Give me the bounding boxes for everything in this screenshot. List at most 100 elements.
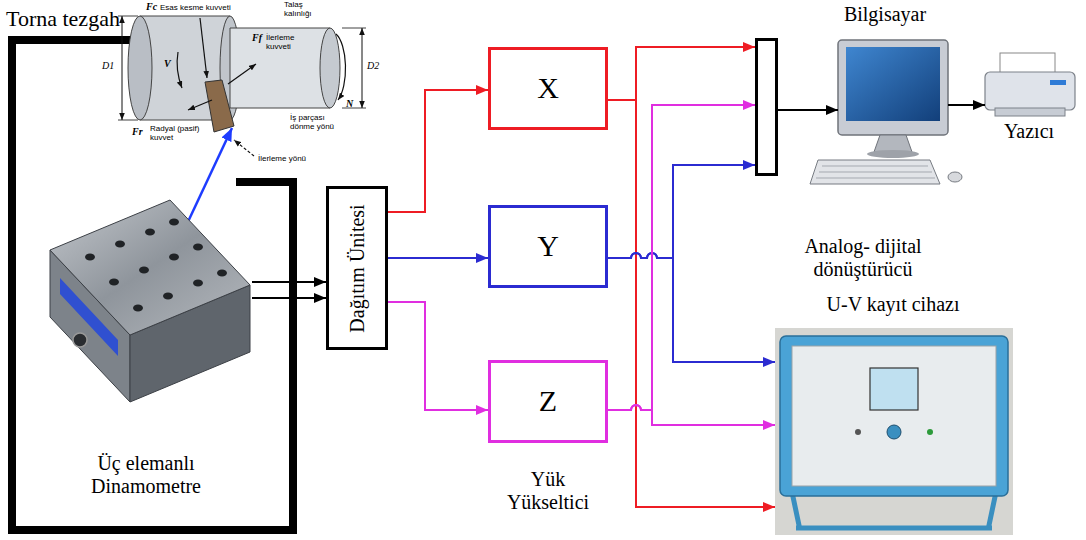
computer-area bbox=[838, 40, 948, 135]
computer-node: Bilgisayar bbox=[805, 0, 965, 190]
signal-connector bbox=[608, 165, 755, 258]
signal-connector bbox=[608, 105, 755, 410]
keyboard-keys bbox=[816, 166, 935, 178]
node-label: Dağıtım Ünitesi bbox=[346, 204, 369, 332]
signal-connector bbox=[608, 100, 775, 507]
rotation-symbol: N bbox=[346, 98, 353, 110]
hole bbox=[169, 219, 179, 226]
cutting-tool bbox=[205, 80, 234, 132]
printer-tray bbox=[995, 108, 1065, 116]
force-arrow bbox=[188, 100, 212, 110]
dimension-line bbox=[122, 16, 123, 120]
recorder-panel bbox=[792, 346, 996, 486]
recorder-display bbox=[870, 368, 918, 410]
printer-area bbox=[985, 52, 1075, 118]
amplifier-caption: Yük Yükseltici bbox=[498, 468, 598, 514]
speed-arrow bbox=[177, 52, 182, 88]
distribution-unit-box: Dağıtım Ünitesi bbox=[326, 186, 388, 350]
node-label: X bbox=[537, 71, 559, 106]
recorder-button bbox=[927, 429, 933, 435]
photo-ground bbox=[775, 328, 1013, 535]
node-label: Yazıcı bbox=[975, 120, 1083, 143]
dynamometer-holes bbox=[85, 219, 227, 312]
dynamometer-node: Üç elemanlı Dinamometre bbox=[40, 190, 252, 520]
node-label: U-V kayıt cihazı bbox=[770, 293, 1016, 316]
signal-connector bbox=[608, 253, 775, 362]
amplifier-box: Z bbox=[488, 360, 608, 443]
hole bbox=[217, 270, 227, 277]
node-label: Z bbox=[539, 384, 557, 419]
hole bbox=[85, 254, 95, 261]
signal-connector bbox=[252, 281, 326, 283]
force-arrow bbox=[228, 64, 256, 84]
force-name: İlerleme kuvveti bbox=[266, 33, 314, 51]
adc-bar bbox=[755, 38, 778, 176]
dimension-label: D1 bbox=[102, 60, 114, 72]
signal-connector bbox=[388, 302, 488, 410]
signal-connector bbox=[608, 405, 775, 425]
adc-node: Analog- dijital dönüştürücü bbox=[750, 36, 942, 291]
workpiece-end bbox=[320, 28, 340, 108]
dimension-label: D2 bbox=[367, 60, 379, 72]
uv-recorder-area bbox=[775, 328, 1013, 535]
recorder-knob bbox=[887, 425, 901, 439]
signal-connector bbox=[388, 257, 488, 259]
feed-arrow bbox=[234, 140, 254, 156]
force-arrow bbox=[200, 18, 207, 78]
keyboard bbox=[810, 160, 940, 184]
recorder-frame bbox=[780, 336, 1008, 496]
monitor-screen bbox=[846, 47, 940, 121]
rotation-arrow bbox=[336, 34, 346, 100]
node-label: Üç elemanlı Dinamometre bbox=[71, 452, 221, 498]
signal-connector bbox=[252, 297, 326, 299]
uv-recorder-picture bbox=[775, 328, 1013, 535]
hole bbox=[109, 279, 119, 286]
recorder-button bbox=[855, 429, 861, 435]
speed-symbol: V bbox=[164, 58, 171, 70]
recorder-stand bbox=[792, 492, 996, 530]
force-name: Esas kesme kuvveti bbox=[160, 3, 231, 12]
printer-light bbox=[1050, 80, 1066, 85]
force-symbol: Fr bbox=[132, 126, 143, 138]
hole bbox=[193, 280, 203, 287]
printer-node: Yazıcı bbox=[975, 48, 1083, 150]
monitor-stand bbox=[874, 135, 912, 152]
printer-picture bbox=[985, 53, 1075, 116]
node-label: Analog- dijital dönüştürücü bbox=[788, 235, 938, 281]
force-symbol: Ff bbox=[252, 32, 262, 44]
node-label: Bilgisayar bbox=[805, 3, 965, 26]
signal-connector bbox=[608, 47, 755, 100]
dynamometer-connector bbox=[73, 333, 87, 347]
feed-note: İlerleme yönü bbox=[258, 154, 306, 163]
computer-picture bbox=[810, 40, 962, 184]
dynamometer-label-strip bbox=[60, 278, 118, 356]
monitor-bezel bbox=[838, 40, 948, 135]
signal-connector bbox=[948, 104, 985, 106]
workpiece-end bbox=[128, 16, 152, 120]
extension-line bbox=[118, 16, 138, 120]
cutting-illustration bbox=[118, 16, 366, 156]
chip-note: Talaş kalınlığı bbox=[284, 0, 326, 18]
signal-connector bbox=[388, 90, 488, 212]
leader-arrow bbox=[186, 128, 232, 226]
machine-title: Torna tezgah bbox=[6, 6, 120, 31]
force-name: Radyal (pasif) kuvvet bbox=[150, 124, 214, 142]
monitor-base bbox=[867, 150, 919, 158]
uv-recorder-node: U-V kayıt cihazı bbox=[770, 290, 1016, 538]
hole bbox=[145, 229, 155, 236]
amplifier-box: X bbox=[488, 47, 608, 130]
rotation-note: İş parçası dönme yönü bbox=[290, 113, 340, 131]
extension-line bbox=[342, 28, 366, 108]
mouse bbox=[948, 172, 962, 182]
workpiece-turned bbox=[230, 28, 330, 108]
force-symbol: Fc bbox=[146, 1, 157, 13]
signal-connector bbox=[778, 109, 838, 111]
hole bbox=[163, 293, 173, 300]
hole bbox=[169, 254, 179, 261]
hole bbox=[139, 267, 149, 274]
hole bbox=[193, 244, 203, 251]
dynamometer-picture bbox=[50, 200, 250, 402]
node-label: Y bbox=[537, 229, 559, 264]
